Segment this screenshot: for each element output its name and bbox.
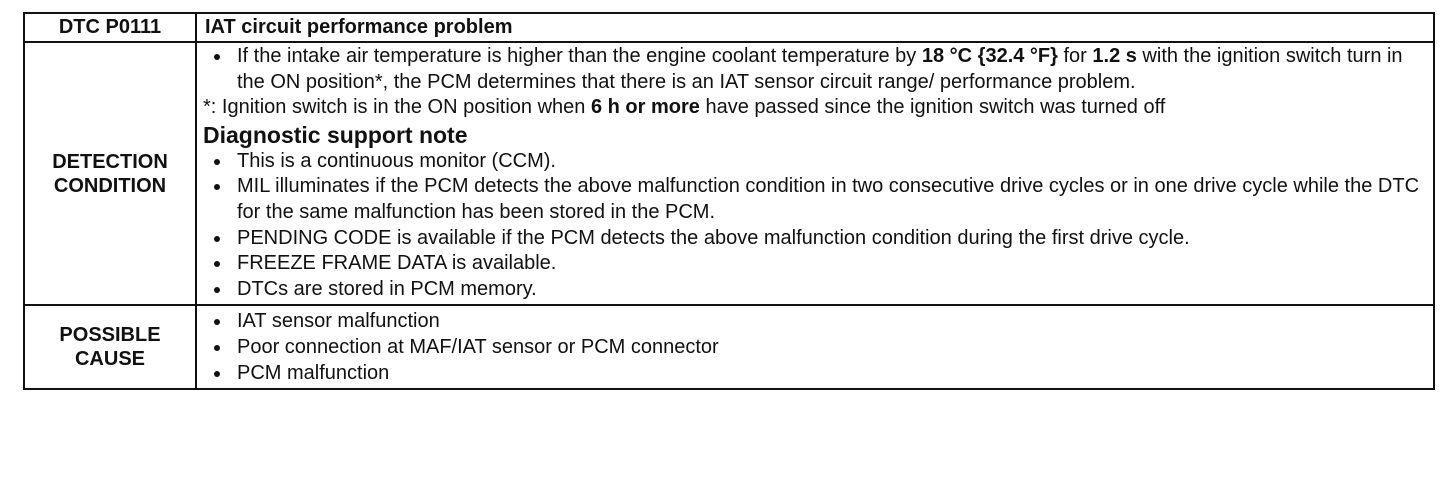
cause-label: POSSIBLE CAUSE (23, 304, 197, 391)
detection-text-2: for (1057, 45, 1093, 67)
ignition-note-text-2: have passed since the ignition switch wa… (699, 96, 1166, 119)
detection-bullet: If the intake air temperature is higher … (203, 44, 1427, 95)
ignition-note-text-1: *: Ignition switch is in the ON position… (203, 96, 591, 119)
ignition-note-hours: 6 h or more (590, 96, 700, 119)
cause-item: Poor connection at MAF/IAT sensor or PCM… (203, 335, 1427, 361)
support-heading: Diagnostic support note (203, 121, 468, 148)
cause-row: POSSIBLE CAUSE IAT sensor malfunction Po… (23, 304, 1435, 391)
support-item: DTCs are stored in PCM memory. (203, 277, 1427, 303)
ignition-note: *: Ignition switch is in the ON position… (203, 95, 1427, 121)
detection-label: DETECTION CONDITION (23, 40, 197, 307)
detection-list: If the intake air temperature is higher … (203, 44, 1427, 95)
cause-label-line1: POSSIBLE (59, 324, 161, 347)
cause-content: IAT sensor malfunction Poor connection a… (195, 304, 1435, 391)
detection-text-3: with the ignition switch turn in the ON … (237, 45, 1403, 93)
detection-label-line1: DETECTION (52, 150, 168, 173)
cause-item: IAT sensor malfunction (203, 309, 1427, 335)
detection-content: If the intake air temperature is higher … (195, 40, 1435, 307)
support-item: This is a continuous monitor (CCM). (203, 149, 1427, 175)
cause-label-line2: CAUSE (74, 348, 145, 371)
support-item: FREEZE FRAME DATA is available. (203, 251, 1427, 277)
detection-row: DETECTION CONDITION If the intake air te… (23, 40, 1435, 307)
support-item: MIL illuminates if the PCM detects the a… (203, 174, 1427, 225)
support-item: PENDING CODE is available if the PCM det… (203, 226, 1427, 252)
dtc-table: DTC P0111 IAT circuit performance proble… (23, 12, 1435, 391)
detection-text-1: If the intake air temperature is higher … (237, 45, 922, 67)
cause-list: IAT sensor malfunction Poor connection a… (203, 309, 1427, 386)
cause-item: PCM malfunction (203, 361, 1427, 387)
detection-label-line2: CONDITION (53, 174, 167, 197)
dtc-title: IAT circuit performance problem (195, 12, 1435, 43)
dtc-sheet: DTC P0111 IAT circuit performance proble… (23, 12, 1435, 391)
header-row: DTC P0111 IAT circuit performance proble… (23, 12, 1435, 43)
detection-temp: 18 °C {32.4 °F} (921, 45, 1058, 67)
support-list: This is a continuous monitor (CCM). MIL … (203, 149, 1427, 303)
dtc-code: DTC P0111 (23, 12, 197, 43)
detection-time: 1.2 s (1092, 45, 1137, 67)
